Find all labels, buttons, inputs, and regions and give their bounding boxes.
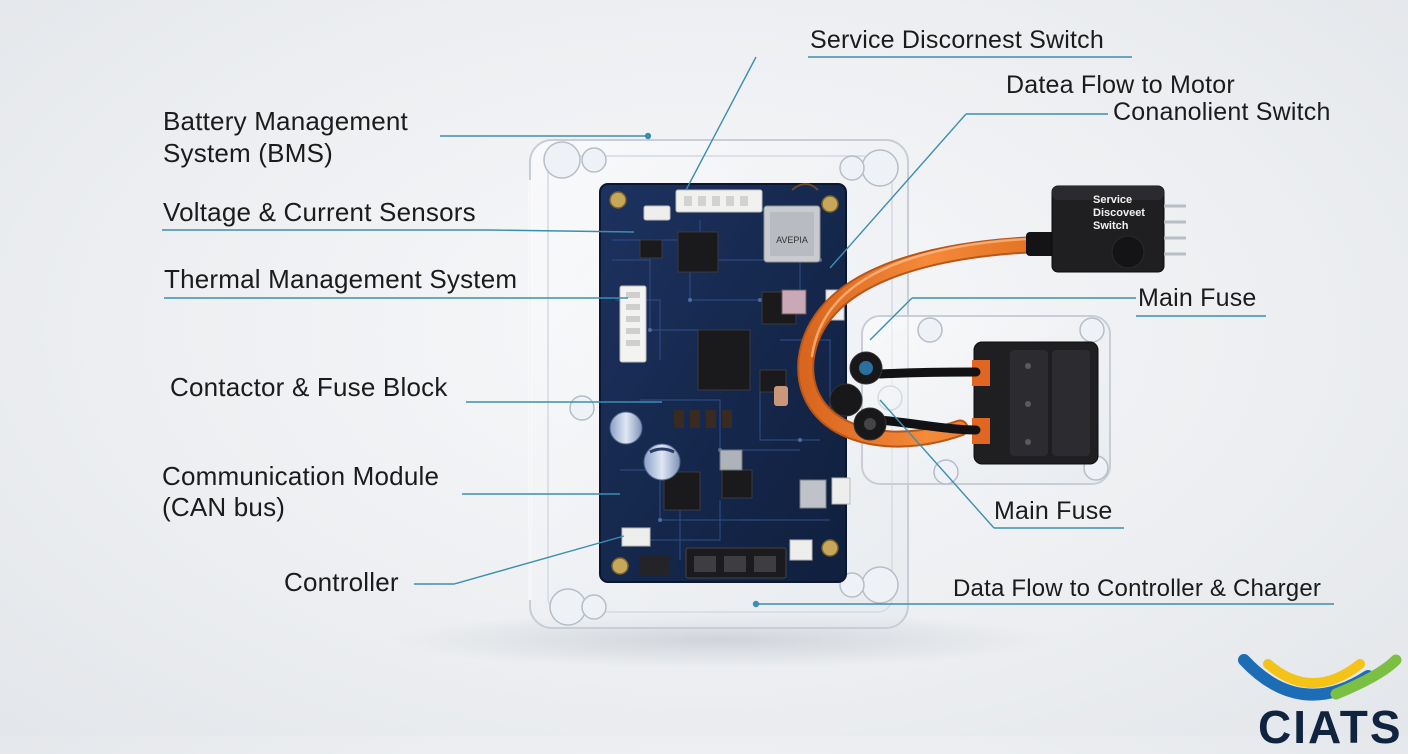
ciats-logo-mark [1238, 654, 1402, 701]
black-cable [875, 367, 981, 435]
label-comm-line2: (CAN bus) [162, 492, 286, 522]
label-controller: Controller [284, 567, 399, 597]
leader-lines [162, 56, 1334, 608]
service-disconnect-switch [1026, 185, 1186, 273]
label-data-motor: Datea Flow to Motor [1006, 71, 1235, 99]
label-conanolient: Conanolient Switch [1113, 98, 1331, 126]
label-bms-line1: Battery Management [163, 106, 408, 136]
label-comm-line1: Communication Module [162, 461, 440, 491]
main-fuse-block [972, 341, 1099, 465]
label-service-switch: Service Discornest Switch [810, 26, 1104, 54]
module-marking: AVEPIA [776, 235, 808, 245]
label-contactor: Contactor & Fuse Block [170, 372, 448, 402]
label-thermal: Thermal Management System [164, 264, 518, 294]
round-connectors [829, 351, 887, 441]
switch-print-line1: Service [1093, 194, 1133, 206]
label-bms-line2: System (BMS) [163, 138, 333, 168]
switch-print-line3: Switch [1093, 220, 1129, 232]
label-main-fuse-top: Main Fuse [1138, 284, 1257, 312]
label-sensors: Voltage & Current Sensors [163, 197, 476, 227]
label-data-controller: Data Flow to Controller & Charger [953, 575, 1322, 602]
ciats-logo-text: CIATS [1258, 701, 1403, 753]
diagram-canvas: AVEPIA [162, 26, 1402, 753]
circuit-board: AVEPIA [599, 183, 851, 583]
switch-print-line2: Discoveet [1093, 207, 1145, 219]
illustration: AVEPIA [162, 56, 1402, 701]
orange-cable [797, 235, 1057, 448]
label-main-fuse-bottom: Main Fuse [994, 497, 1113, 525]
